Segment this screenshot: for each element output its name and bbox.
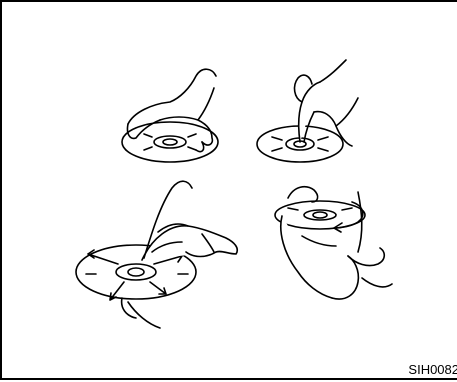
panel-wipe-with-cloth bbox=[76, 181, 237, 328]
panel-finger-in-hole bbox=[257, 60, 358, 162]
panel-hold-and-rotate bbox=[275, 187, 392, 299]
panel-hold-by-edge bbox=[122, 69, 218, 162]
figure-code: SIH0082 bbox=[408, 362, 457, 377]
